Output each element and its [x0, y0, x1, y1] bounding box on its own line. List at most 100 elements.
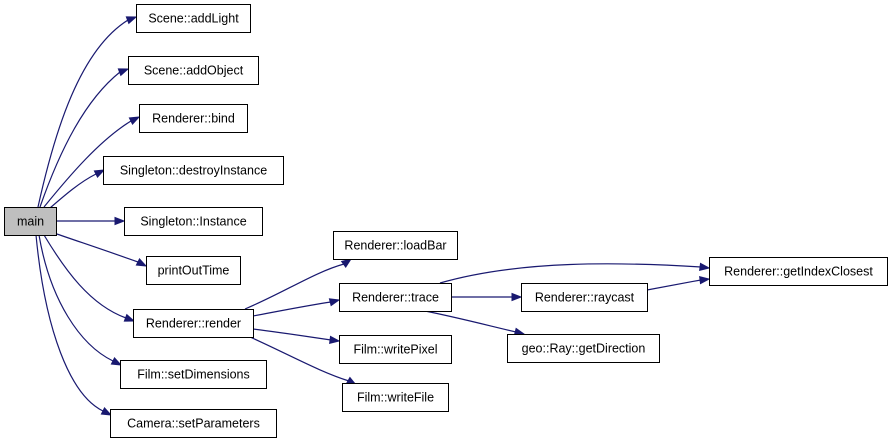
node-label: Renderer::bind: [152, 112, 235, 126]
arrowhead-icon: [110, 356, 123, 366]
node-box[interactable]: [124, 207, 263, 236]
node-singleton-destroyinstance[interactable]: Singleton::destroyInstance: [103, 156, 284, 185]
node-printouttime[interactable]: printOutTime: [146, 256, 241, 285]
node-box[interactable]: [146, 256, 241, 285]
node-box[interactable]: [342, 383, 449, 412]
edge-line: [39, 71, 121, 208]
node-main[interactable]: main: [4, 207, 57, 236]
node-box[interactable]: [139, 104, 248, 133]
node-label: Singleton::destroyInstance: [120, 164, 267, 178]
edge-line: [43, 234, 127, 319]
node-box[interactable]: [136, 4, 251, 33]
node-label: main: [17, 215, 44, 229]
edge-renderer-trace-to-georay-getdirection: [424, 310, 526, 336]
edge-main-to-scene-addobject: [39, 68, 130, 208]
arrowhead-icon: [128, 116, 141, 126]
node-film-writepixel[interactable]: Film::writePixel: [339, 335, 452, 364]
edge-main-to-singleton-destroyinstance: [49, 169, 106, 209]
arrowhead-icon: [93, 169, 106, 179]
node-box[interactable]: [4, 207, 57, 236]
node-film-writefile[interactable]: Film::writeFile: [342, 383, 449, 412]
arrowhead-icon: [100, 406, 113, 416]
node-film-setdimensions[interactable]: Film::setDimensions: [120, 360, 267, 389]
edges-layer: [35, 16, 711, 416]
arrowhead-icon: [699, 262, 711, 272]
edge-line: [646, 279, 702, 291]
node-box[interactable]: [120, 360, 267, 389]
edge-line: [252, 301, 332, 317]
edge-renderer-render-to-renderer-loadbar: [244, 258, 353, 310]
edge-main-to-camera-setparameters: [35, 234, 113, 416]
edge-line: [35, 234, 104, 412]
node-label: Singleton::Instance: [140, 215, 246, 229]
node-renderer-render[interactable]: Renderer::render: [133, 309, 254, 338]
node-label: Renderer::getIndexClosest: [724, 265, 873, 279]
edge-main-to-printouttime: [53, 232, 148, 267]
node-scene-addobject[interactable]: Scene::addObject: [128, 56, 259, 85]
node-label: Scene::addObject: [144, 64, 244, 78]
edge-line: [53, 232, 139, 263]
node-renderer-bind[interactable]: Renderer::bind: [139, 104, 248, 133]
edge-main-to-film-setdimensions: [38, 234, 123, 366]
node-label: Film::setDimensions: [137, 368, 250, 382]
node-renderer-raycast[interactable]: Renderer::raycast: [521, 283, 648, 312]
edge-main-to-renderer-bind: [43, 116, 141, 208]
edge-line: [38, 234, 114, 362]
node-label: Renderer::loadBar: [344, 239, 446, 253]
arrowhead-icon: [114, 216, 126, 226]
node-scene-addlight[interactable]: Scene::addLight: [136, 4, 251, 33]
arrowhead-icon: [340, 258, 353, 268]
node-renderer-trace[interactable]: Renderer::trace: [339, 283, 452, 312]
node-camera-setparameters[interactable]: Camera::setParameters: [110, 409, 277, 438]
edge-renderer-raycast-to-renderer-getindexclosest: [646, 275, 711, 291]
node-label: Renderer::trace: [352, 291, 439, 305]
node-box[interactable]: [103, 156, 284, 185]
edge-line: [43, 120, 132, 208]
node-box[interactable]: [339, 283, 452, 312]
edge-line: [244, 263, 345, 310]
arrowhead-icon: [511, 292, 523, 302]
node-label: Scene::addLight: [148, 12, 239, 26]
node-renderer-getindexclosest[interactable]: Renderer::getIndexClosest: [709, 257, 888, 286]
arrowhead-icon: [699, 275, 711, 285]
edge-line: [439, 263, 702, 284]
node-label: Film::writeFile: [357, 391, 434, 405]
edge-line: [424, 310, 517, 333]
edge-renderer-render-to-renderer-trace: [252, 298, 341, 317]
edge-main-to-scene-addlight: [37, 16, 138, 208]
edge-line: [252, 328, 332, 341]
node-box[interactable]: [128, 56, 259, 85]
edge-main-to-singleton-instance: [56, 216, 126, 226]
nodes-layer: main Scene::addLightScene::addObjectRende…: [4, 4, 888, 438]
arrowhead-icon: [125, 16, 138, 25]
edge-line: [49, 173, 97, 209]
node-renderer-loadbar[interactable]: Renderer::loadBar: [333, 231, 458, 260]
arrowhead-icon: [135, 257, 148, 267]
edge-line: [37, 19, 129, 208]
arrowhead-icon: [328, 298, 341, 307]
node-box[interactable]: [339, 335, 452, 364]
arrowhead-icon: [123, 313, 136, 322]
node-box[interactable]: [333, 231, 458, 260]
edge-renderer-trace-to-renderer-raycast: [451, 292, 523, 302]
node-label: Renderer::raycast: [535, 291, 635, 305]
node-label: printOutTime: [158, 264, 230, 278]
edge-renderer-render-to-film-writepixel: [252, 328, 341, 345]
node-box[interactable]: [507, 334, 660, 363]
node-box[interactable]: [133, 309, 254, 338]
node-singleton-instance[interactable]: Singleton::Instance: [124, 207, 263, 236]
node-box[interactable]: [521, 283, 648, 312]
node-label: geo::Ray::getDirection: [522, 342, 646, 356]
node-box[interactable]: [110, 409, 277, 438]
edge-renderer-trace-to-renderer-getindexclosest: [439, 262, 711, 284]
node-label: Renderer::render: [146, 317, 241, 331]
edge-main-to-renderer-render: [43, 234, 136, 322]
arrowhead-icon: [117, 68, 130, 77]
node-label: Film::writePixel: [353, 343, 437, 357]
node-box[interactable]: [709, 257, 888, 286]
edge-line: [249, 336, 350, 382]
node-georay-getdirection[interactable]: geo::Ray::getDirection: [507, 334, 660, 363]
arrowhead-icon: [329, 335, 341, 345]
node-label: Camera::setParameters: [127, 417, 260, 431]
